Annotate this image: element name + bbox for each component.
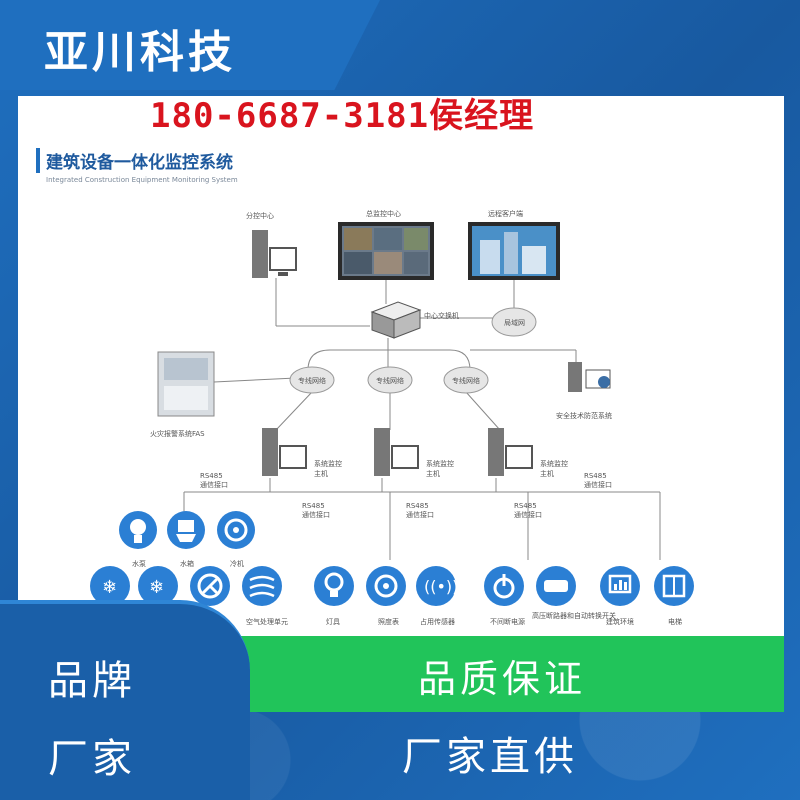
direct-supply-text: 厂家直供 [402,734,578,780]
svg-text:系统监控: 系统监控 [540,459,568,468]
rs485-labels: RS485 通信接口 RS485 通信接口 RS485 通信接口 RS485 通… [200,472,612,519]
svg-text:不间断电源: 不间断电源 [490,617,525,626]
svg-text:冷机: 冷机 [230,559,244,568]
main-center-label: 总监控中心 [366,209,401,218]
svg-text:通信接口: 通信接口 [406,510,434,519]
fire-alarm-label: 火灾报警系统FAS [150,429,205,438]
svg-text:通信接口: 通信接口 [200,480,228,489]
rs485-label-5: RS485 [584,472,607,480]
rs485-label-2: RS485 [302,502,325,510]
brand-box-line2: 厂家 [48,736,136,782]
illuminance-meter-icon: 照度表 [366,566,406,626]
svg-text:专线网络: 专线网络 [298,376,326,385]
svg-text:空气处理单元: 空气处理单元 [246,617,288,626]
breaker-switch-icon: 高压断路器和自动转换开关 [532,566,616,620]
lan-label: 局域网 [504,318,525,327]
quality-banner [216,636,784,712]
quality-text: 品质保证 [418,657,587,701]
fan-icon [190,566,230,606]
building-environment-icon: 建筑环境 [600,566,640,626]
connection-lines [183,278,661,560]
central-switch-label: 中心交换机 [424,311,459,320]
svg-text:建筑环境: 建筑环境 [606,617,634,626]
svg-text:照度表: 照度表 [378,617,399,626]
chiller-icon: 冷机 [217,511,255,568]
main-center-node: 总监控中心 [338,209,434,280]
svg-text:系统监控: 系统监控 [314,459,342,468]
diagram-title: 建筑设备一体化监控系统 [36,148,233,173]
svg-text:通信接口: 通信接口 [514,510,542,519]
rs485-label-3: RS485 [406,502,429,510]
svg-text:❄: ❄ [149,577,164,598]
brand-name: 亚川科技 [44,27,236,78]
brand-banner [0,0,380,90]
svg-text:❄: ❄ [102,577,117,598]
svg-text:通信接口: 通信接口 [302,510,330,519]
svg-text:占用传感器: 占用传感器 [420,617,455,626]
air-handling-unit-icon: 空气处理单元 [242,566,288,626]
svg-text:主机: 主机 [314,469,328,478]
svg-text:专线网络: 专线网络 [376,376,404,385]
rs485-label-4: RS485 [514,502,537,510]
svg-text:水箱: 水箱 [180,559,194,568]
subsystem-host-2: 系统监控 主机 [374,428,454,478]
ups-power-icon: 不间断电源 [484,566,525,626]
subsystem-host-3: 系统监控 主机 [488,428,568,478]
svg-text:((•)): ((•)) [424,577,458,596]
security-node: 安全技术防范系统 [556,362,612,420]
phone-contact: 180-6687-3181侯经理 [150,96,535,136]
dedicated-net-cloud-1: 专线网络 [289,366,335,394]
fire-alarm-node: 火灾报警系统FAS [150,351,215,438]
branch-center-label: 分控中心 [246,211,274,220]
snowflake-icon: ❄ [138,566,178,606]
svg-text:专线网络: 专线网络 [452,376,480,385]
svg-text:主机: 主机 [540,469,554,478]
svg-text:水泵: 水泵 [132,559,146,568]
svg-text:通信接口: 通信接口 [584,480,612,489]
dedicated-net-cloud-2: 专线网络 [367,366,413,394]
dedicated-net-cloud-3: 专线网络 [443,366,489,394]
lamp-icon: 灯具 [314,566,354,626]
svg-text:系统监控: 系统监控 [426,459,454,468]
svg-text:高压断路器和自动转换开关: 高压断路器和自动转换开关 [532,611,616,620]
svg-text:电梯: 电梯 [668,617,682,626]
occupancy-sensor-icon: ((•)) 占用传感器 [416,566,458,626]
security-label: 安全技术防范系统 [556,411,612,420]
diagram-subtitle: Integrated Construction Equipment Monito… [46,176,238,184]
brand-box-line1: 品牌 [48,658,136,704]
pump-icon: 水泵 [119,511,157,568]
rs485-label-1: RS485 [200,472,223,480]
water-tank-icon: 水箱 [167,511,205,568]
branch-center-node: 分控中心 [246,211,297,278]
remote-client-node: 远程客户端 [468,209,560,280]
lan-cloud: 局域网 [491,307,537,337]
brand-box [0,600,250,800]
subsystem-host-1: 系统监控 主机 [262,428,342,478]
elevator-icon: 电梯 [654,566,694,626]
central-switch-node: 中心交换机 [370,301,459,339]
svg-text:灯具: 灯具 [326,617,340,626]
refrigeration-icon: ❄ [90,566,130,606]
remote-client-label: 远程客户端 [488,209,523,218]
svg-text:主机: 主机 [426,469,440,478]
